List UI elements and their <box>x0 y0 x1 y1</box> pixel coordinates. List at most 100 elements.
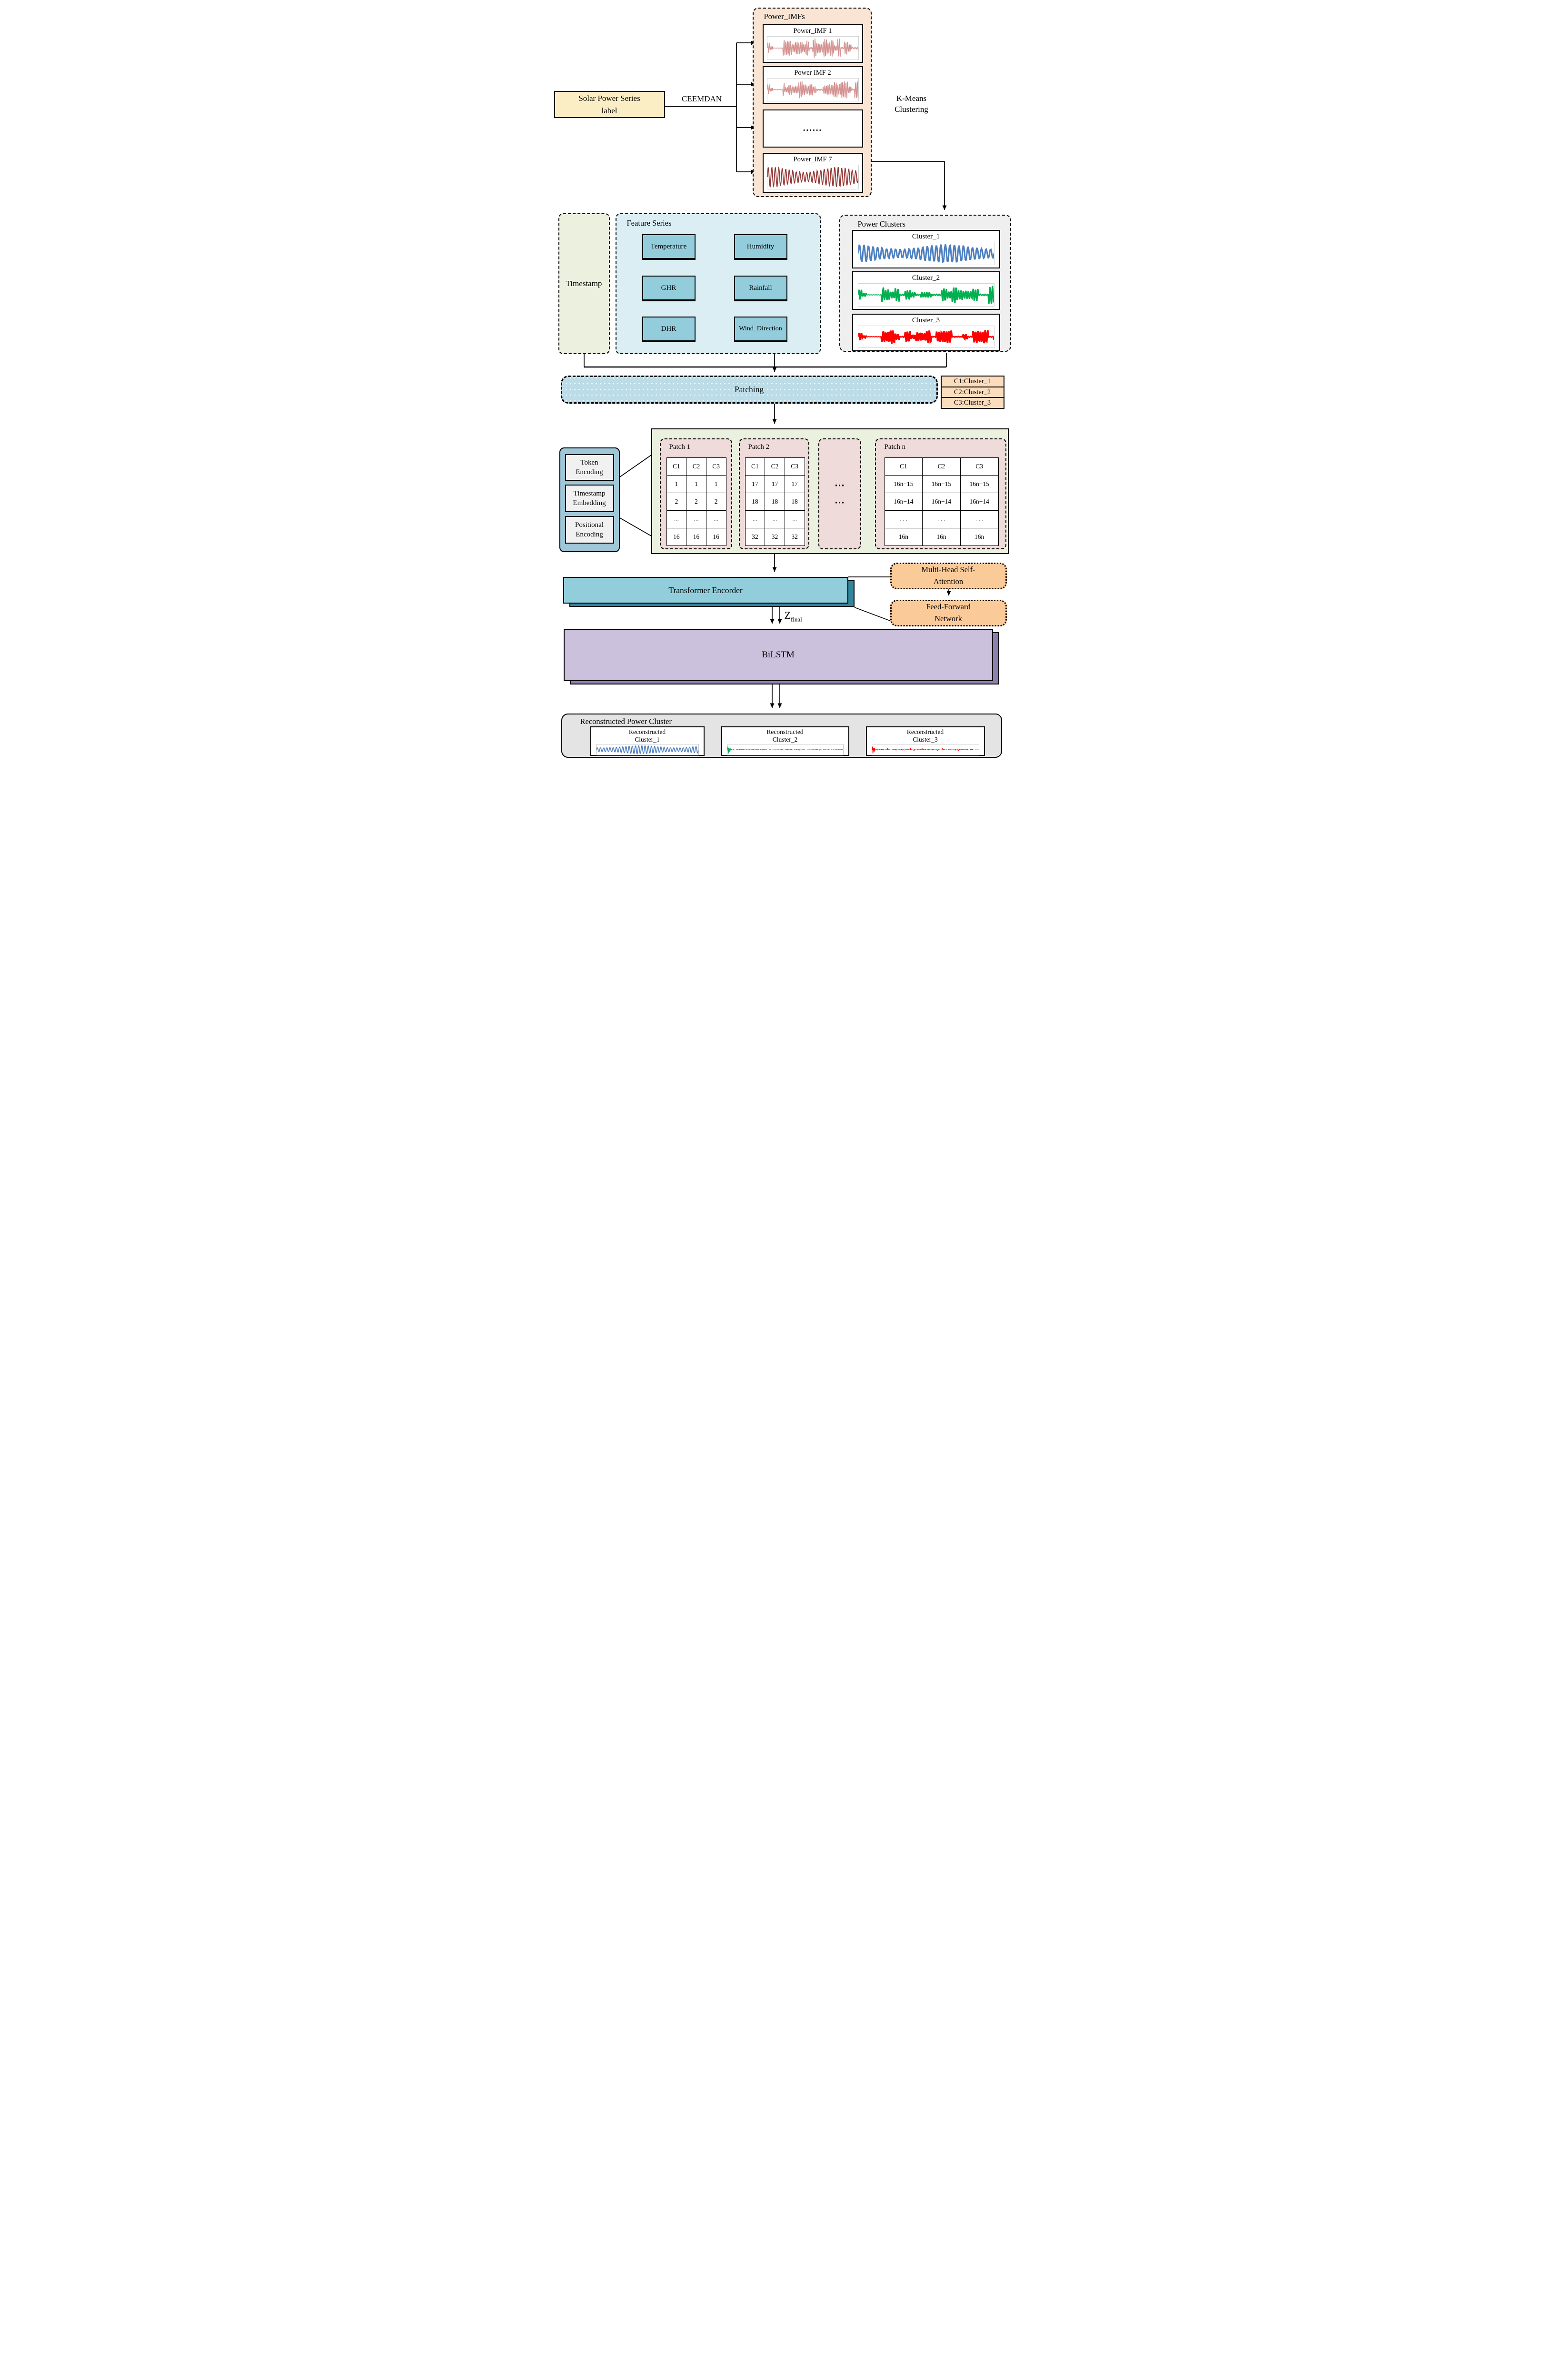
legend-c3: C3:Cluster_3 <box>940 397 1004 409</box>
kmeans-label-line2: Clustering <box>895 104 928 114</box>
table-cell: ... <box>765 510 785 528</box>
reconstructed-title: Reconstructed Power Cluster <box>580 717 672 726</box>
cluster-legend: C1:Cluster_1 C2:Cluster_2 C3:Cluster_3 <box>940 376 1004 409</box>
solar-label-line1: Solar Power Series <box>578 94 640 103</box>
patch2-title: Patch 2 <box>748 443 770 451</box>
bilstm-label: BiLSTM <box>762 650 795 660</box>
edge-encoder-upper <box>619 455 651 477</box>
table-cell: C3 <box>706 457 726 476</box>
timestamp-embedding-line1: Timestamp <box>573 489 606 497</box>
power-imf7-box: Power_IMF 7 <box>762 153 863 193</box>
power-imf2-box: Power IMF 2 <box>762 66 863 104</box>
edge-encoder-lower <box>619 517 651 536</box>
cluster2-waveform <box>858 286 994 304</box>
rec2-line2: Cluster_2 <box>772 736 798 743</box>
cluster3-box: Cluster_3 <box>852 314 1000 351</box>
cluster2-title: Cluster_2 <box>912 274 940 282</box>
timestamp-embedding-line2: Embedding <box>573 499 606 507</box>
rec2-line1: Reconstructed <box>766 728 804 735</box>
ffn-line2: Network <box>935 614 962 623</box>
table-cell: 2 <box>686 493 706 511</box>
power-clusters-container: Power Clusters Cluster_1 Cluster_2 Clust… <box>839 215 1011 352</box>
cluster3-title: Cluster_3 <box>912 317 940 324</box>
rec2-waveform <box>727 746 843 754</box>
table-cell: 16 <box>666 528 687 546</box>
table-cell: C2 <box>765 457 785 476</box>
table-cell: 16n−14 <box>884 493 923 511</box>
positional-encoding-line1: Positional <box>575 521 604 529</box>
table-cell: C3 <box>784 457 805 476</box>
reconstructed-cluster3-box: Reconstructed Cluster_3 <box>865 726 985 756</box>
table-cell: 17 <box>745 475 766 493</box>
power-imf1-box: Power_IMF 1 <box>762 24 863 63</box>
cluster3-waveform <box>858 330 994 344</box>
legend-c1: C1:Cluster_1 <box>940 376 1004 387</box>
feature-wind-direction-box: Wind_Direction <box>734 317 787 342</box>
table-cell: ... <box>784 510 805 528</box>
reconstructed-container: Reconstructed Power Cluster Reconstructe… <box>561 714 1002 758</box>
table-cell: 18 <box>745 493 766 511</box>
table-cell: 1 <box>706 475 726 493</box>
feature-temperature-box: Temperature <box>642 234 696 260</box>
power-imf2-title: Power IMF 2 <box>794 69 831 77</box>
table-cell: C1 <box>666 457 687 476</box>
table-cell: ... <box>666 510 687 528</box>
table-cell: ... <box>686 510 706 528</box>
kmeans-label: K-Means Clustering <box>878 93 945 115</box>
feature-humidity-box: Humidity <box>734 234 787 260</box>
encoding-panel: Token Encoding Timestamp Embedding Posit… <box>559 447 620 552</box>
power-clusters-title: Power Clusters <box>857 219 905 228</box>
power-imf1-title: Power_IMF 1 <box>793 27 832 35</box>
table-cell: 17 <box>784 475 805 493</box>
table-cell: . . . <box>960 510 999 528</box>
power-imf7-title: Power_IMF 7 <box>793 156 832 163</box>
imf-ellipsis-box: ...... <box>762 109 863 148</box>
feature-dhr-box: DHR <box>642 317 696 342</box>
table-cell: 16n <box>884 528 923 546</box>
cluster1-box: Cluster_1 <box>852 230 1000 268</box>
table-cell: 32 <box>784 528 805 546</box>
table-cell: 16n−14 <box>960 493 999 511</box>
table-cell: 16n <box>922 528 961 546</box>
table-cell: . . . <box>884 510 923 528</box>
table-cell: 18 <box>784 493 805 511</box>
power-imfs-title: Power_IMFs <box>764 12 805 21</box>
cluster2-box: Cluster_2 <box>852 271 1000 310</box>
rec3-waveform <box>872 746 979 754</box>
table-cell: . . . <box>922 510 961 528</box>
table-cell: C1 <box>884 457 923 476</box>
table-cell: 17 <box>765 475 785 493</box>
cluster1-waveform <box>858 244 994 263</box>
ffn-box: Feed-Forward Network <box>890 600 1007 626</box>
power-imf1-waveform <box>767 38 858 58</box>
table-cell: 16n <box>960 528 999 546</box>
feature-rainfall-box: Rainfall <box>734 276 787 301</box>
positional-encoding-line2: Encoding <box>576 531 603 538</box>
bilstm-box: BiLSTM <box>563 629 993 681</box>
timestamp-box: Timestamp <box>558 213 610 354</box>
cluster1-title: Cluster_1 <box>912 233 940 240</box>
table-cell: 16n−14 <box>922 493 961 511</box>
reconstructed-cluster2-box: Reconstructed Cluster_2 <box>721 726 849 756</box>
z-final-label: Zfinal <box>785 609 802 623</box>
imf-ellipsis-text: ...... <box>803 123 823 133</box>
table-cell: C1 <box>745 457 766 476</box>
table-cell: C3 <box>960 457 999 476</box>
patching-bar: Patching <box>560 376 938 404</box>
edge-ffn-to-transformer <box>854 607 891 622</box>
patch1-title: Patch 1 <box>669 443 691 451</box>
timestamp-embedding-box: Timestamp Embedding <box>565 485 614 512</box>
diagram-canvas: Solar Power Series label CEEMDAN Power_I… <box>547 0 1014 760</box>
patch-ellipsis-line1: ⋯ <box>835 479 845 491</box>
table-cell: 16n−15 <box>960 475 999 493</box>
table-cell: 16 <box>706 528 726 546</box>
table-cell: 18 <box>765 493 785 511</box>
mhsa-line1: Multi-Head Self- <box>921 565 975 575</box>
mhsa-line2: Attention <box>933 577 964 586</box>
timestamp-label: Timestamp <box>566 279 602 288</box>
